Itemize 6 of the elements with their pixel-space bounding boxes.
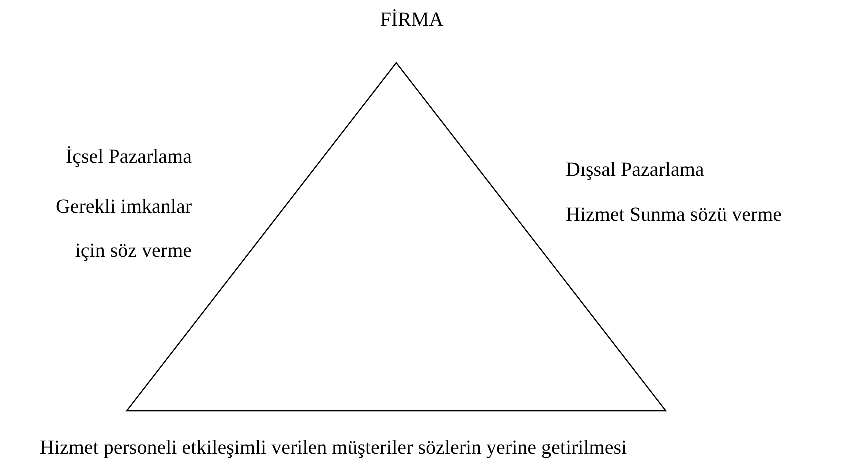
side-label: Gerekli imkanlar için söz verme (54, 195, 192, 264)
side-label: Dışsal Pazarlama (566, 158, 704, 182)
base-label: Hizmet personeli etkileşimli verilen müşteriler sözlerin yerine getirilmesi (40, 436, 628, 460)
vertex-label: FİRMA (380, 8, 444, 32)
side-label: İçsel Pazarlama (64, 145, 192, 169)
side-label: Hizmet Sunma sözü verme (566, 203, 782, 227)
